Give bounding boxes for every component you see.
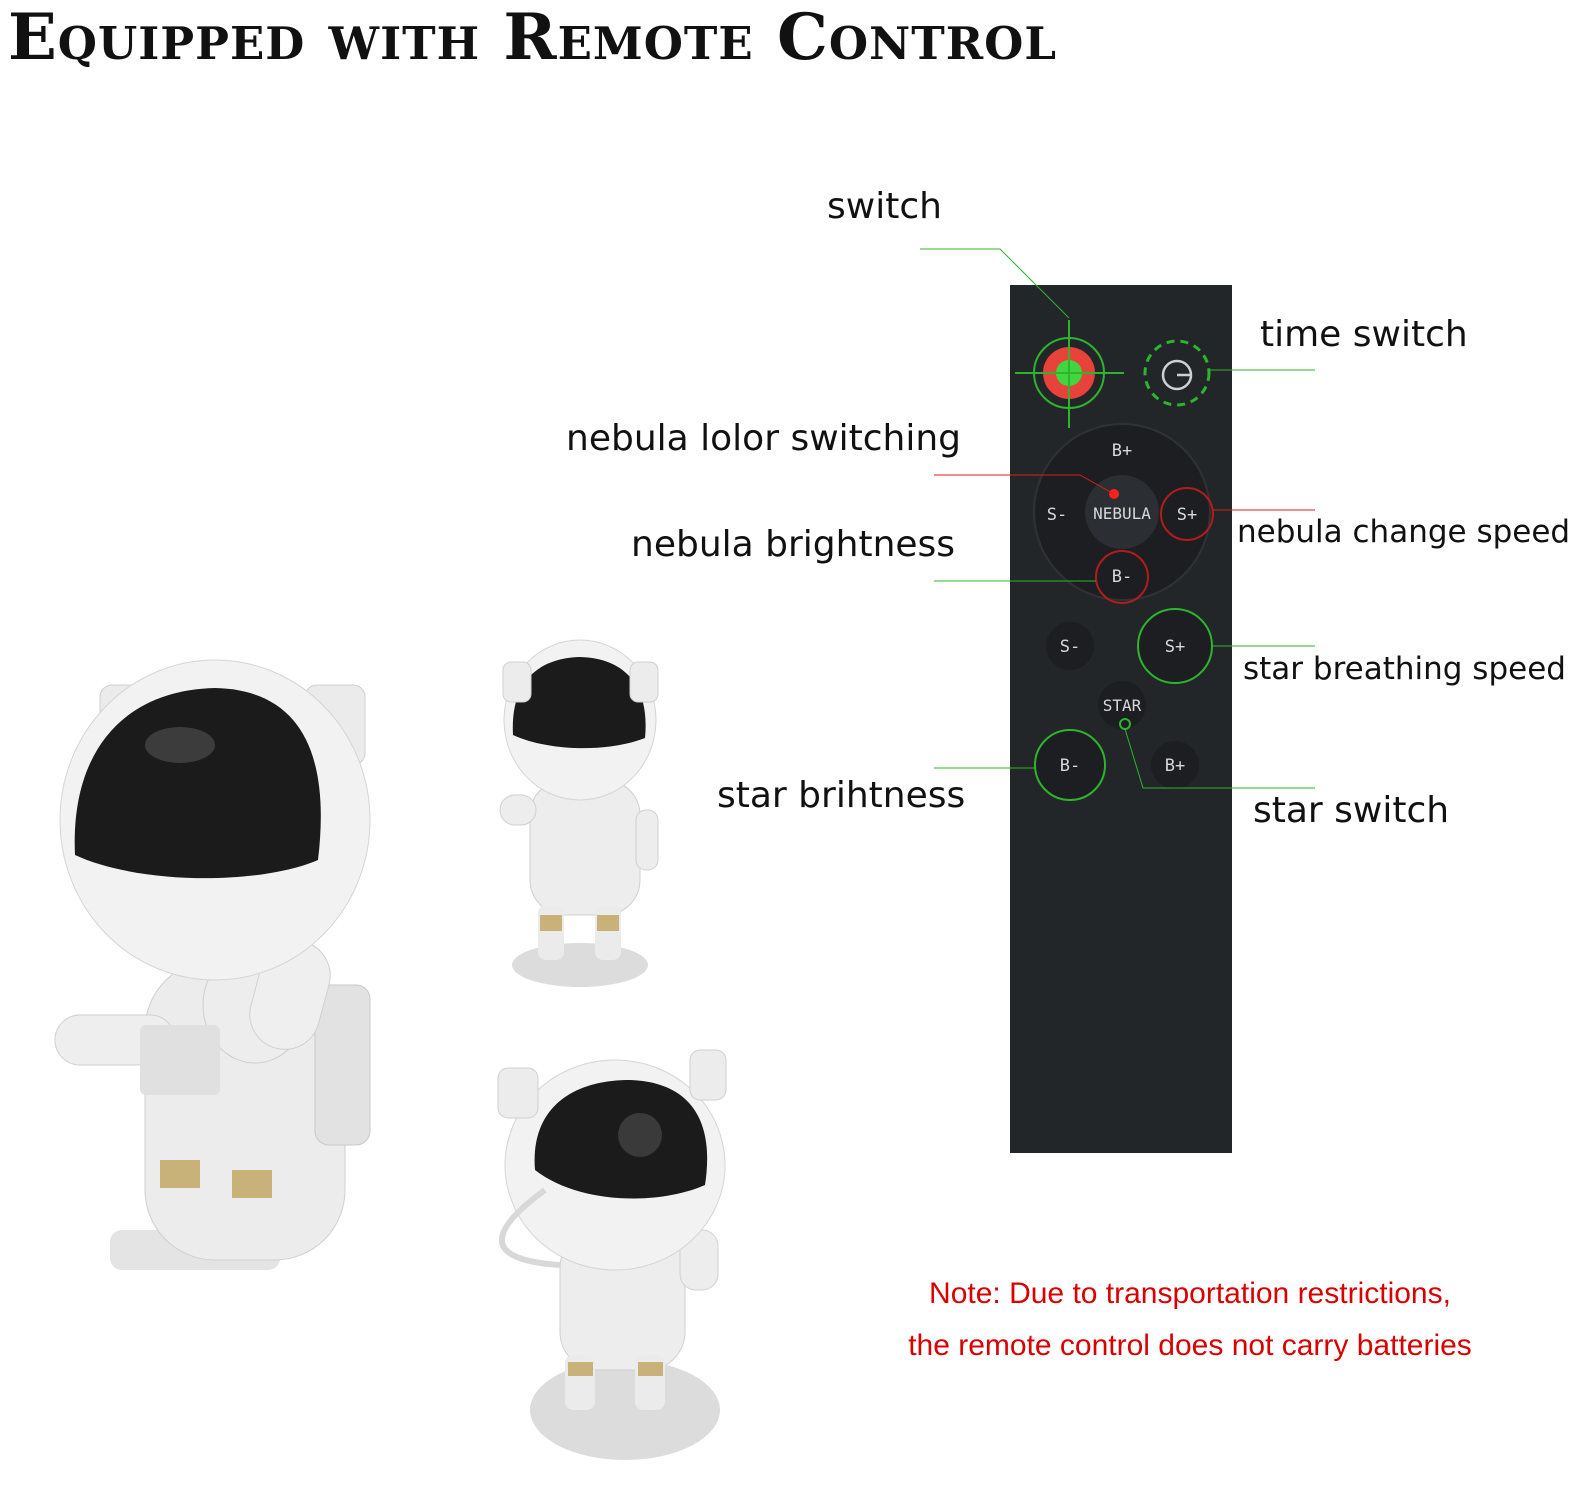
star-s-plus-button[interactable]: S+ (1165, 637, 1185, 657)
nebula-s-minus-button[interactable]: S- (1047, 505, 1067, 525)
star-button[interactable]: STAR (1103, 696, 1142, 715)
battery-note-line-1: Note: Due to transportation restrictions… (929, 1277, 1451, 1310)
nebula-change-speed-callout: nebula change speed (1237, 514, 1571, 550)
nebula-b-plus-button[interactable]: B+ (1112, 441, 1132, 461)
switch-callout: switch (827, 186, 942, 227)
nebula-button[interactable]: NEBULA (1093, 504, 1151, 523)
battery-note-line-2: the remote control does not carry batter… (908, 1329, 1472, 1362)
nebula-s-plus-button[interactable]: S+ (1177, 505, 1197, 525)
nebula-brightness-callout: nebula brightness (631, 524, 956, 565)
nebula-b-minus-button[interactable]: B- (1112, 567, 1132, 587)
star-brightness-callout: star brihtness (717, 775, 966, 816)
star-switch-callout: star switch (1253, 790, 1450, 831)
battery-note: Note: Due to transportation restrictions… (830, 1268, 1550, 1372)
astronaut-small-bottom-image (497, 1049, 727, 1460)
astronaut-small-top-image (499, 639, 659, 987)
astronaut-large-image (54, 659, 371, 1270)
star-b-minus-button[interactable]: B- (1060, 756, 1080, 776)
star-breathing-speed-callout: star breathing speed (1243, 651, 1566, 687)
remote-control (1010, 285, 1232, 1153)
nebula-color-switching-callout: nebula lolor switching (566, 418, 962, 459)
callout-lines (920, 248, 1315, 789)
star-s-minus-button[interactable]: S- (1060, 637, 1080, 657)
page-title: Equipped with Remote Control (8, 0, 1057, 75)
timer-button (1143, 339, 1211, 407)
time-switch-callout: time switch (1260, 314, 1468, 355)
star-b-plus-button[interactable]: B+ (1165, 756, 1185, 776)
